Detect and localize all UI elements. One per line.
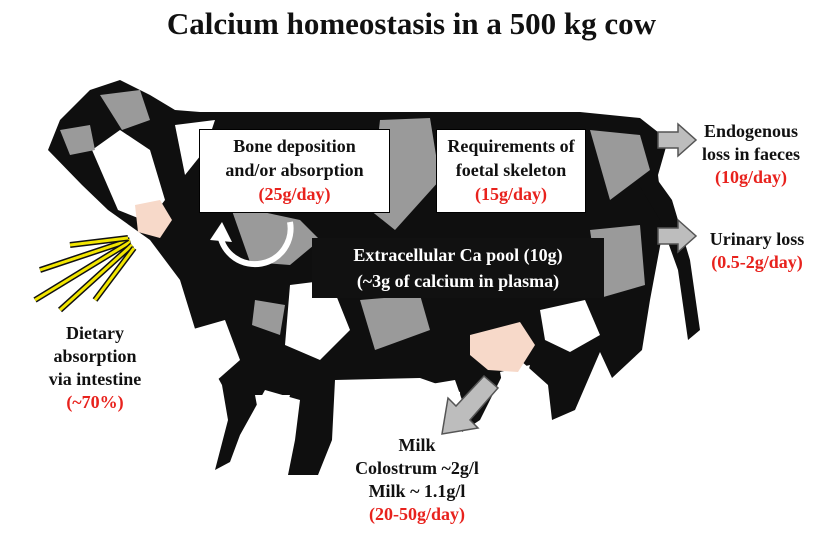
- bone-line2: and/or absorption: [200, 158, 389, 182]
- milk-rate: (20-50g/day): [322, 503, 512, 526]
- dietary-line2: absorption: [20, 345, 170, 368]
- urinary-line1: Urinary loss: [692, 228, 822, 251]
- dietary-line1: Dietary: [20, 322, 170, 345]
- urinary-loss-label: Urinary loss (0.5-2g/day): [692, 228, 822, 274]
- foetal-line1: Requirements of: [437, 134, 585, 158]
- urinary-rate: (0.5-2g/day): [692, 251, 822, 274]
- white-patch: [255, 395, 290, 432]
- foetal-line2: foetal skeleton: [437, 158, 585, 182]
- milk-line2: Colostrum ~2g/l: [322, 457, 512, 480]
- milk-line3: Milk ~ 1.1g/l: [322, 480, 512, 503]
- dietary-rate: (~70%): [20, 391, 170, 414]
- milk-line1: Milk: [322, 434, 512, 457]
- endogenous-line2: loss in faeces: [680, 143, 822, 166]
- milk-label: Milk Colostrum ~2g/l Milk ~ 1.1g/l (20-5…: [322, 434, 512, 526]
- pool-line2: (~3g of calcium in plasma): [312, 268, 604, 294]
- bone-deposition-box: Bone deposition and/or absorption (25g/d…: [199, 129, 390, 213]
- dietary-line3: via intestine: [20, 368, 170, 391]
- bone-line1: Bone deposition: [200, 134, 389, 158]
- foetal-rate: (15g/day): [437, 182, 585, 206]
- foetal-skeleton-box: Requirements of foetal skeleton (15g/day…: [436, 129, 586, 213]
- bone-rate: (25g/day): [200, 182, 389, 206]
- hay-icon: [35, 238, 134, 310]
- endogenous-rate: (10g/day): [680, 166, 822, 189]
- page-title: Calcium homeostasis in a 500 kg cow: [0, 6, 823, 42]
- endogenous-line1: Endogenous: [680, 120, 822, 143]
- dietary-absorption-label: Dietary absorption via intestine (~70%): [20, 322, 170, 414]
- endogenous-loss-label: Endogenous loss in faeces (10g/day): [680, 120, 822, 189]
- pool-line1: Extracellular Ca pool (10g): [312, 242, 604, 268]
- extracellular-pool-box: Extracellular Ca pool (10g) (~3g of calc…: [312, 238, 604, 298]
